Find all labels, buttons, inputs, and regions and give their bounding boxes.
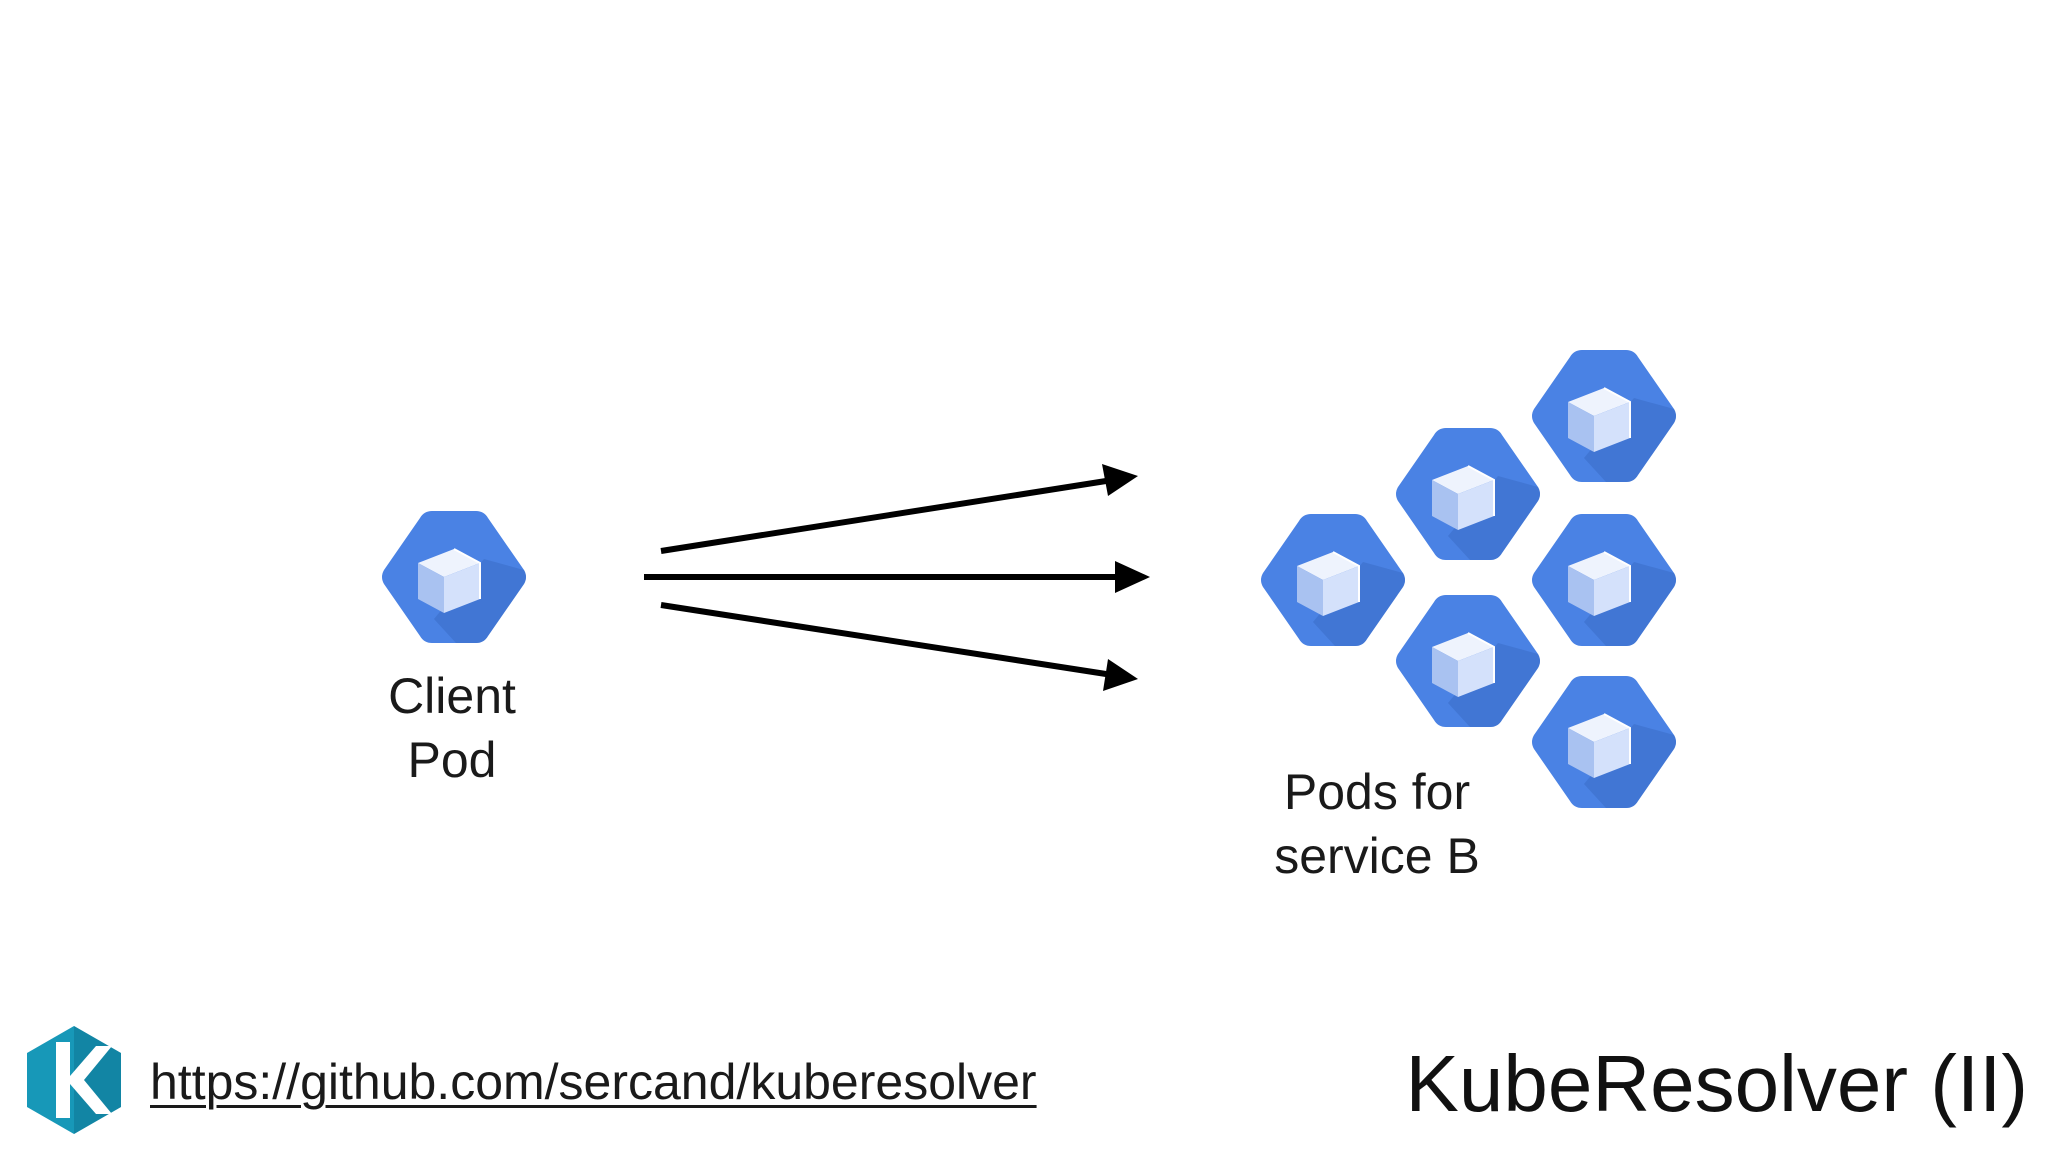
service-pod-icon [1531,349,1677,483]
client-label-line1: Client [388,668,516,724]
arrow-middle [644,561,1150,593]
client-pod-icon [381,510,527,644]
slide-title: KubeResolver (II) [1405,1039,2028,1128]
service-pod-icon [1531,675,1677,809]
request-arrows [644,464,1150,691]
client-pod-label: Client Pod [352,664,552,792]
service-pod-icon [1395,594,1541,728]
repo-link[interactable]: https://github.com/sercand/kuberesolver [150,1054,1037,1110]
service-label-line2: service B [1274,828,1480,884]
arrow-lower [660,602,1138,691]
client-label-line2: Pod [407,732,497,788]
service-pod-icon [1531,513,1677,647]
service-pods-label: Pods for service B [1232,760,1522,888]
kuberesolver-logo-icon [27,1026,121,1134]
service-pod-icon [1395,427,1541,561]
service-label-line1: Pods for [1283,764,1471,820]
service-pod-icon [1260,513,1406,647]
arrow-upper [660,464,1138,554]
service-b-pods [1260,349,1677,809]
